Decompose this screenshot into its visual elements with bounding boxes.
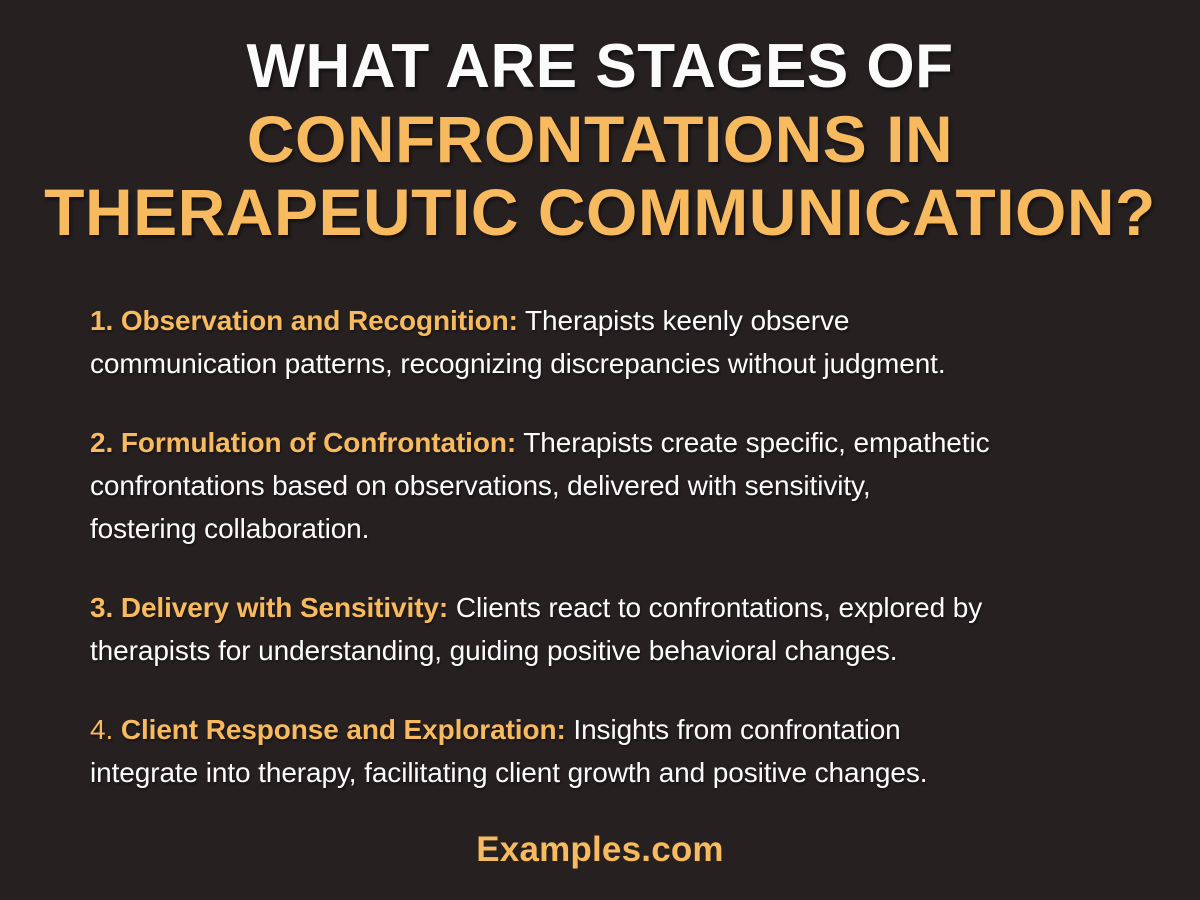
- item-heading: Formulation of Confrontation:: [120, 427, 517, 458]
- item-heading: Client Response and Exploration:: [120, 714, 566, 745]
- item-heading: Delivery with Sensitivity:: [120, 592, 449, 623]
- list-item-stage-1: 1. Observation and Recognition: Therapis…: [90, 299, 1170, 385]
- list-item-stage-4: 4. Client Response and Exploration: Insi…: [90, 708, 1170, 794]
- page-title-line2: CONFRONTATIONS IN: [246, 102, 954, 176]
- item-text: Therapists keenly observe communication …: [90, 305, 946, 379]
- item-heading: Observation and Recognition:: [120, 305, 518, 336]
- item-number: 2.: [90, 427, 114, 458]
- page-title-line3: THERAPEUTIC COMMUNICATION?: [44, 175, 1156, 249]
- list-item-stage-2: 2. Formulation of Confrontation: Therapi…: [90, 421, 1170, 550]
- page-title-line1: WHAT ARE STAGES OF: [246, 32, 954, 101]
- footer: Examples.com: [0, 830, 1200, 870]
- list-item-stage-3: 3. Delivery with Sensitivity: Clients re…: [90, 586, 1170, 672]
- brand-text: Examples.com: [476, 830, 724, 869]
- item-number: 1.: [90, 305, 114, 336]
- item-text: Insights from confrontation integrate in…: [90, 714, 928, 788]
- item-text: Therapists create specific, empathetic c…: [90, 427, 990, 544]
- item-number: 4.: [90, 714, 114, 745]
- item-number: 3.: [90, 592, 114, 623]
- item-text: Clients react to confrontations, explore…: [90, 592, 983, 666]
- stages-list: 1. Observation and Recognition: Therapis…: [0, 299, 1200, 794]
